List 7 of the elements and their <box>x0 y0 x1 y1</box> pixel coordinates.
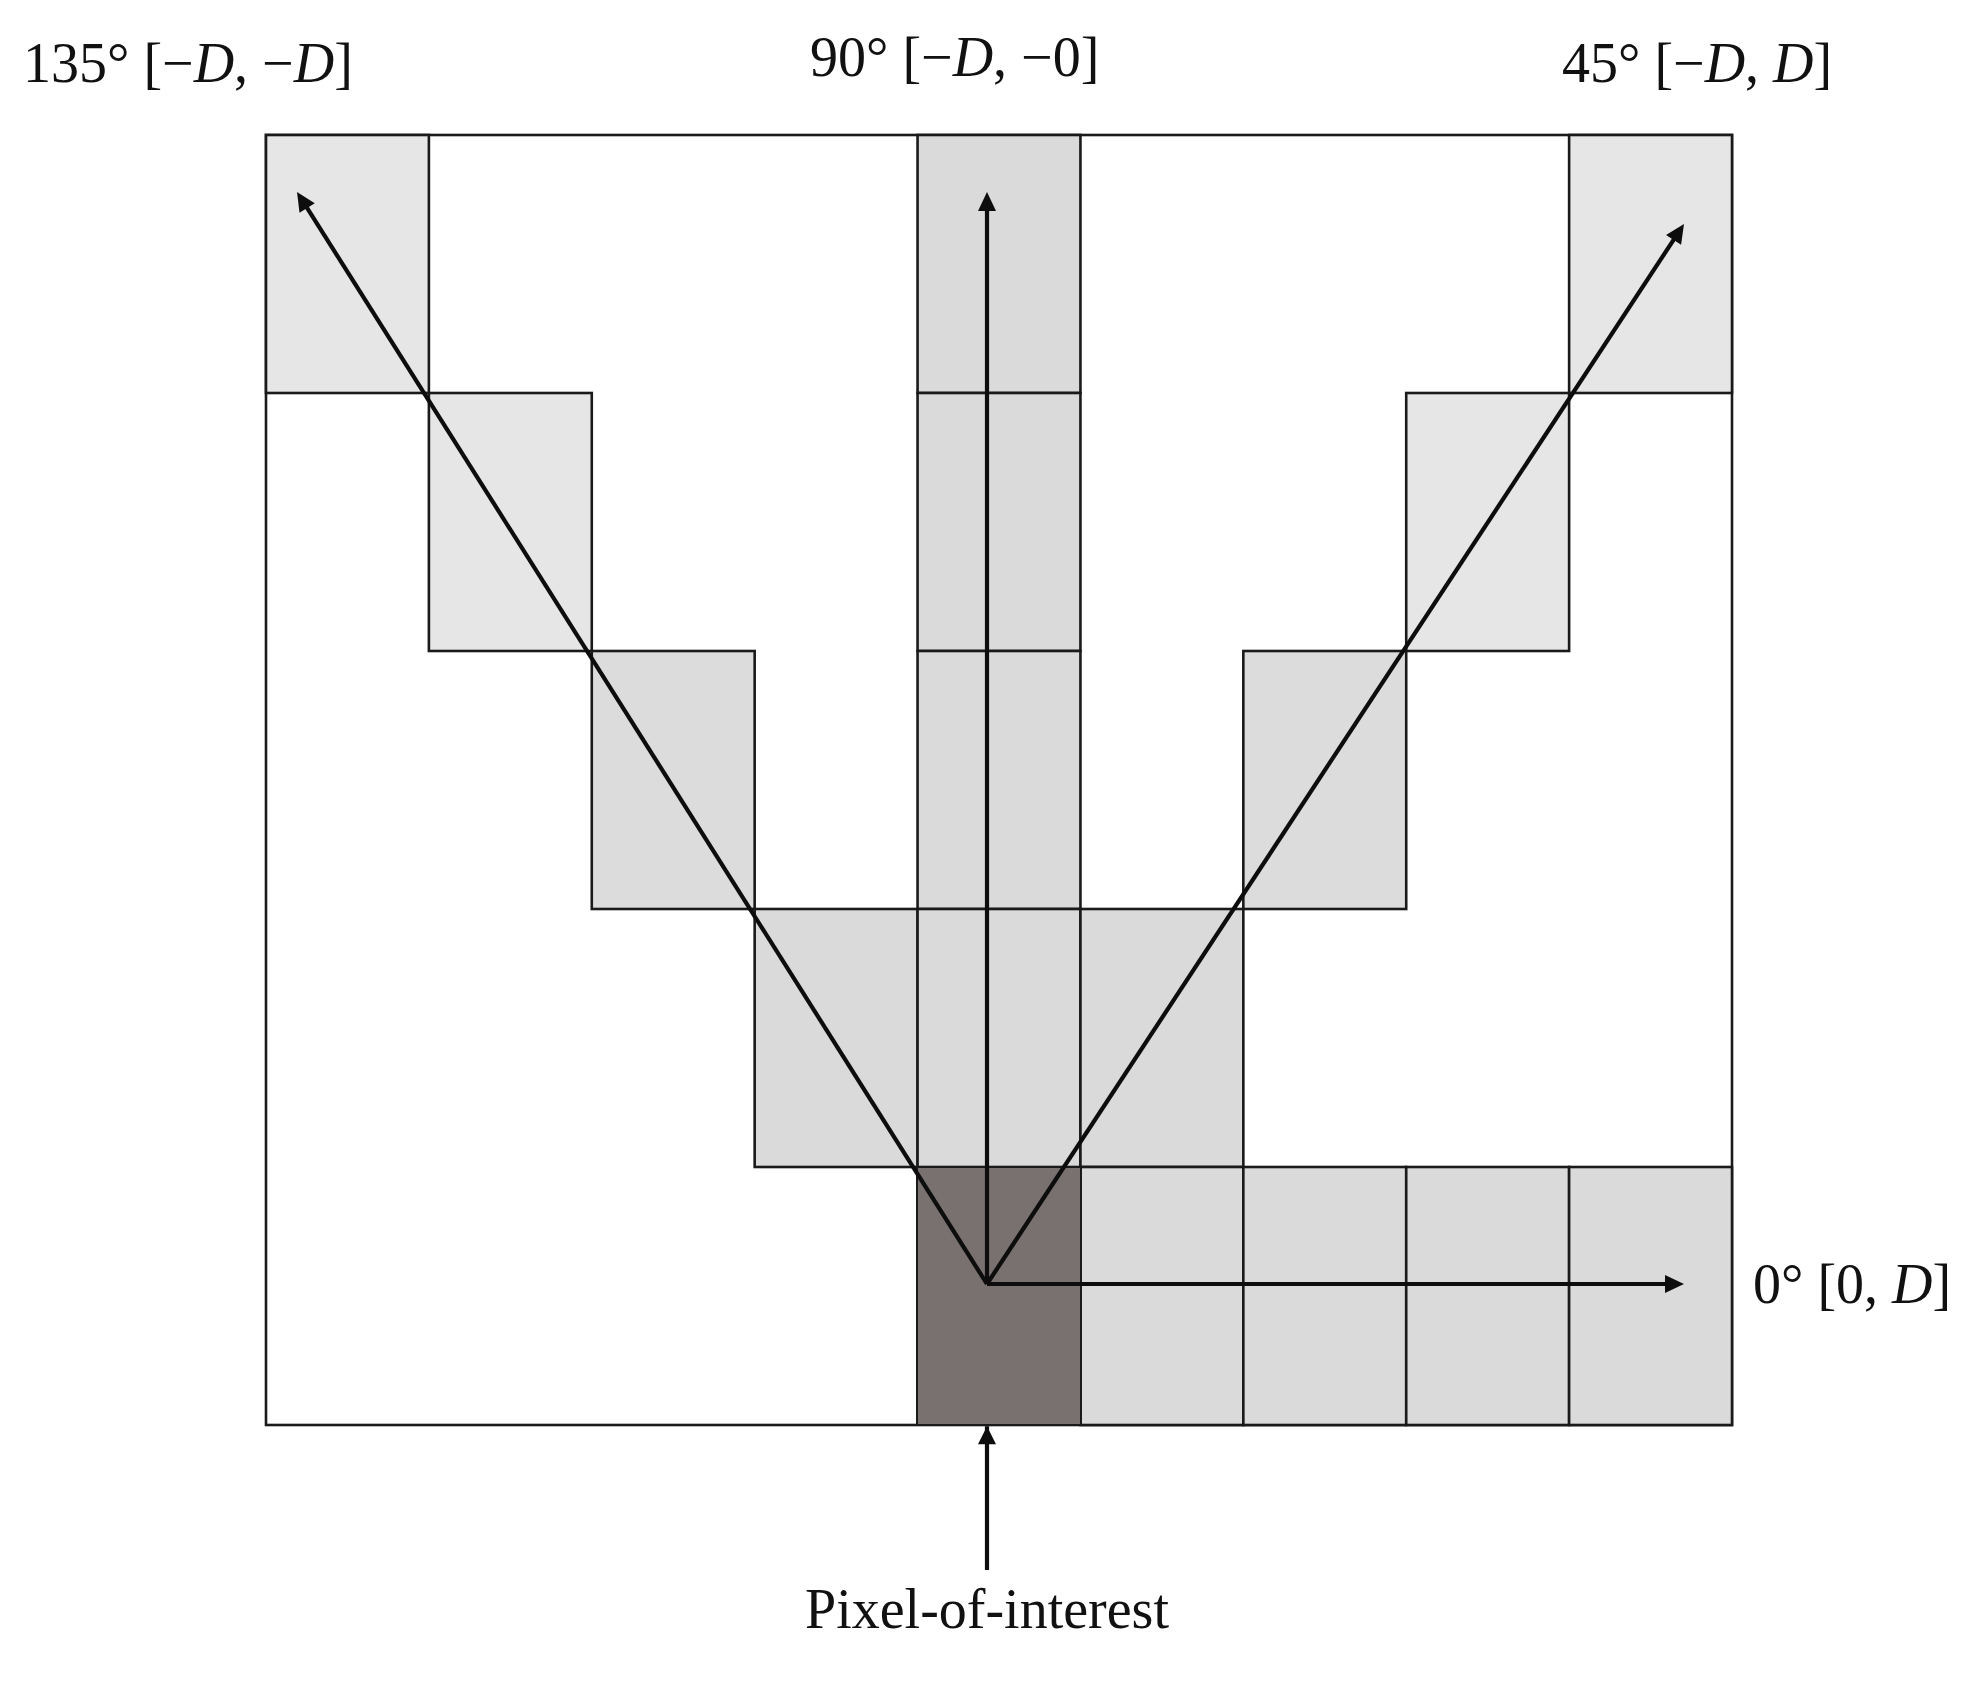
callout-label: Pixel-of-interest <box>805 1576 1169 1644</box>
angle-label: 45° [−D, D] <box>1562 31 1833 96</box>
pixel-cell <box>916 1165 1082 1427</box>
leader-arrow <box>978 1426 996 1570</box>
angle-label: 0° [0, D] <box>1753 1252 1952 1317</box>
angle-label: 90° [−D, −0] <box>810 25 1100 90</box>
angle-label: 135° [−D, −D] <box>23 31 353 96</box>
